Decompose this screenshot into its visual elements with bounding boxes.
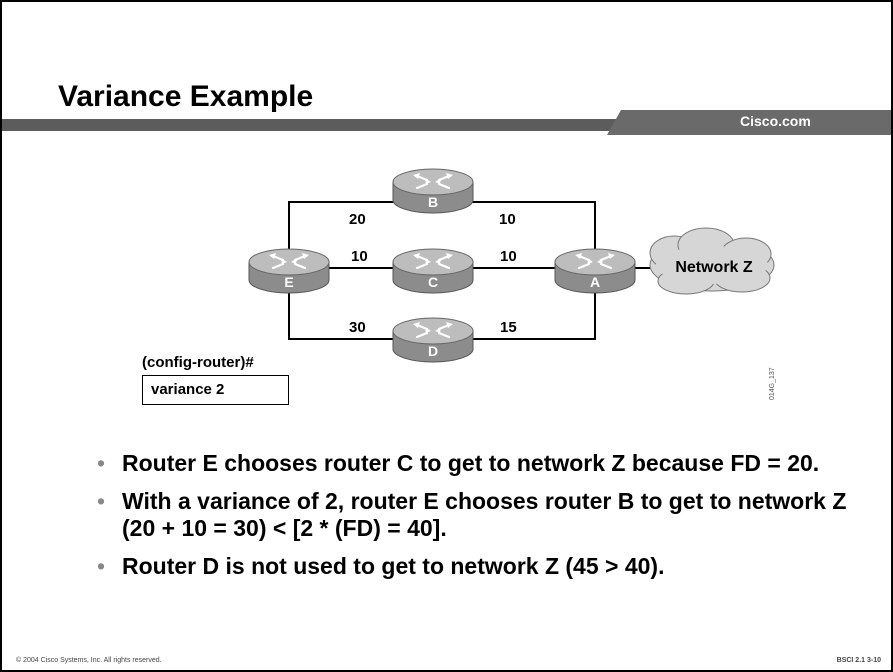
link-e-b (288, 201, 395, 264)
bullet-dot-icon: • (97, 553, 106, 579)
brand-tab (607, 110, 891, 135)
router-d: D (391, 316, 475, 364)
link-b-a (472, 201, 596, 264)
links (288, 201, 650, 340)
config-prompt: (config-router)# (142, 354, 254, 371)
course-page-footer: BSCI 2.1 3-10 (836, 657, 881, 664)
metric-d-a: 15 (500, 319, 517, 336)
slide-title: Variance Example (58, 80, 314, 113)
router-c: C (391, 247, 475, 295)
link-e-d (288, 284, 395, 340)
figure-code: 014G_137 (769, 367, 776, 400)
metric-b-a: 10 (499, 211, 516, 228)
router-e: E (247, 247, 331, 295)
metric-e-b: 20 (349, 211, 366, 228)
config-command-box: variance 2 (142, 375, 289, 405)
metric-e-d: 30 (349, 319, 366, 336)
bullet-item: • Router D is not used to get to network … (97, 553, 877, 580)
brand-label: Cisco.com (740, 113, 811, 129)
bullet-list: • Router E chooses router C to get to net… (97, 450, 877, 591)
router-d-label: D (428, 343, 438, 359)
bullet-dot-icon: • (97, 488, 106, 514)
router-a: A (553, 247, 637, 295)
link-d-a (472, 284, 596, 340)
bullet-item: • With a variance of 2, router E chooses … (97, 488, 877, 542)
network-label: Network Z (675, 259, 753, 276)
router-a-label: A (590, 274, 600, 290)
bullet-text: Router D is not used to get to network Z… (122, 553, 665, 579)
bullet-text: With a variance of 2, router E chooses r… (122, 488, 847, 541)
router-b: B (391, 167, 475, 215)
bullet-item: • Router E chooses router C to get to net… (97, 450, 877, 477)
cloud-icon: Network Z (649, 227, 775, 295)
bullet-text: Router E chooses router C to get to netw… (122, 450, 820, 476)
router-c-label: C (428, 274, 438, 290)
metric-e-c: 10 (351, 248, 368, 265)
copyright-footer: © 2004 Cisco Systems, Inc. All rights re… (16, 657, 162, 664)
router-e-label: E (284, 274, 293, 290)
metric-c-a: 10 (500, 248, 517, 265)
bullet-dot-icon: • (97, 450, 106, 476)
router-b-label: B (428, 194, 438, 210)
